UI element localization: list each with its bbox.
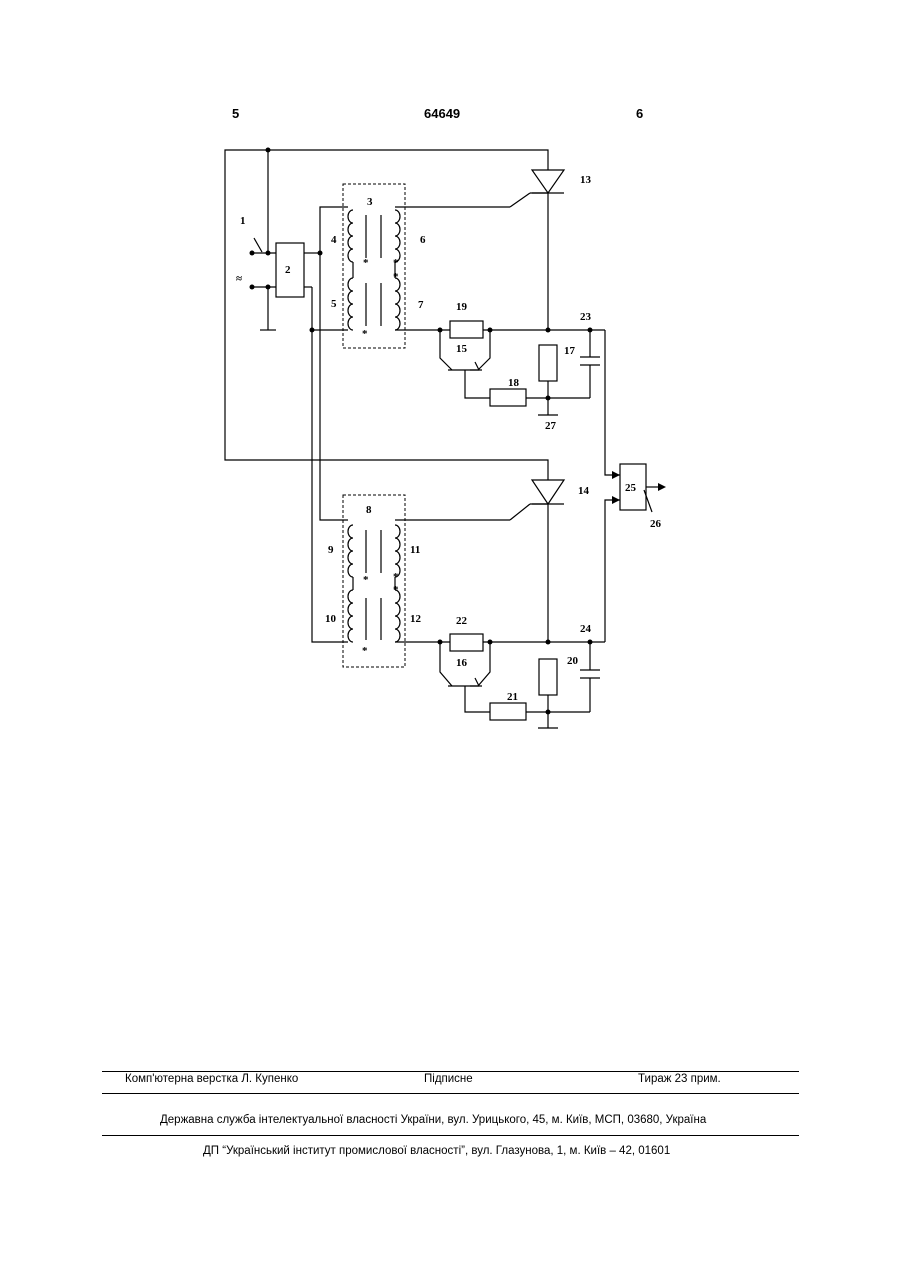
svg-text:*: *	[363, 574, 369, 586]
svg-text:14: 14	[578, 485, 590, 497]
svg-text:4: 4	[331, 234, 337, 246]
svg-text:3: 3	[367, 196, 373, 208]
svg-text:17: 17	[564, 345, 576, 357]
svg-text:7: 7	[418, 299, 424, 311]
svg-text:13: 13	[580, 174, 592, 186]
svg-text:10: 10	[325, 613, 337, 625]
footer-rule-2	[102, 1093, 799, 1094]
svg-text:*: *	[362, 328, 368, 340]
svg-text:20: 20	[567, 655, 579, 667]
component-labels: 1 2 ≈ 3 4 5 6 7 8 9 10 11 12 13 14 15 16…	[236, 174, 662, 703]
svg-text:24: 24	[580, 623, 592, 635]
footer-circulation: Тираж 23 прим.	[638, 1073, 721, 1085]
svg-text:*: *	[393, 271, 399, 283]
footer-layout-credit: Комп'ютерна верстка Л. Купенко	[125, 1073, 298, 1085]
svg-text:5: 5	[331, 298, 337, 310]
footer-signed: Підписне	[424, 1073, 473, 1085]
svg-text:26: 26	[650, 518, 662, 530]
footer-office-address: Державна служба інтелектуальної власност…	[160, 1114, 706, 1126]
svg-text:25: 25	[625, 482, 637, 494]
svg-text:*: *	[393, 584, 399, 596]
svg-text:*: *	[393, 571, 399, 583]
svg-text:2: 2	[285, 264, 291, 276]
svg-text:22: 22	[456, 615, 468, 627]
svg-text:6: 6	[420, 234, 426, 246]
svg-text:21: 21	[507, 691, 518, 703]
svg-text:12: 12	[410, 613, 422, 625]
svg-text:≈: ≈	[236, 273, 242, 285]
svg-text:9: 9	[328, 544, 334, 556]
svg-text:1: 1	[240, 215, 246, 227]
svg-text:11: 11	[410, 544, 420, 556]
svg-text:*: *	[362, 645, 368, 657]
svg-text:23: 23	[580, 311, 592, 323]
svg-text:*: *	[363, 257, 369, 269]
svg-text:19: 19	[456, 301, 468, 313]
svg-text:*: *	[393, 257, 399, 269]
svg-text:15: 15	[456, 343, 468, 355]
svg-text:18: 18	[508, 377, 520, 389]
lower-channel	[343, 480, 620, 728]
circuit-diagram: 1 2 ≈ 3 4 5 6 7 8 9 10 11 12 13 14 15 16…	[0, 0, 901, 800]
footer-institute-address: ДП “Український інститут промислової вла…	[203, 1145, 670, 1157]
svg-text:27: 27	[545, 420, 557, 432]
footer-rule-3	[102, 1135, 799, 1136]
upper-channel	[225, 148, 620, 643]
svg-text:16: 16	[456, 657, 468, 669]
footer-rule-1	[102, 1071, 799, 1072]
svg-text:8: 8	[366, 504, 372, 516]
